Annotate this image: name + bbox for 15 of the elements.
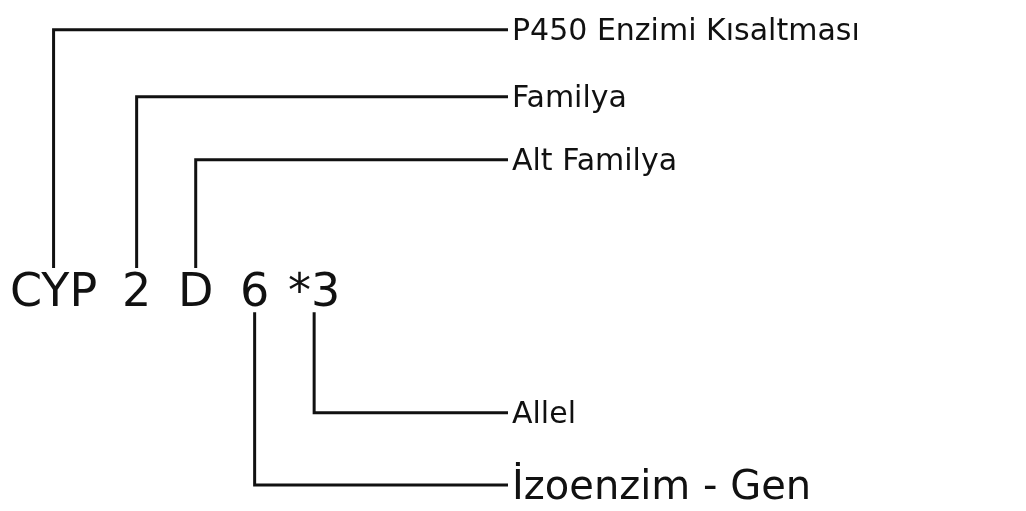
term-label: Allel: [512, 397, 576, 429]
term-label: Familya: [512, 81, 627, 113]
code-part: CYP: [10, 266, 98, 315]
term-label: P450 Enzimi Kısaltması: [512, 14, 860, 46]
code-part: D: [178, 266, 214, 315]
code-part: 6: [240, 266, 270, 315]
leader-line: [253, 312, 508, 487]
leader-line: [312, 312, 508, 415]
term-label: İzoenzim - Gen: [512, 464, 812, 506]
leader-line: [52, 28, 508, 268]
term-label: Alt Familya: [512, 144, 678, 176]
code-part: *3: [288, 266, 341, 315]
leader-line: [194, 158, 508, 268]
leader-line: [135, 95, 508, 268]
code-part: 2: [122, 266, 152, 315]
